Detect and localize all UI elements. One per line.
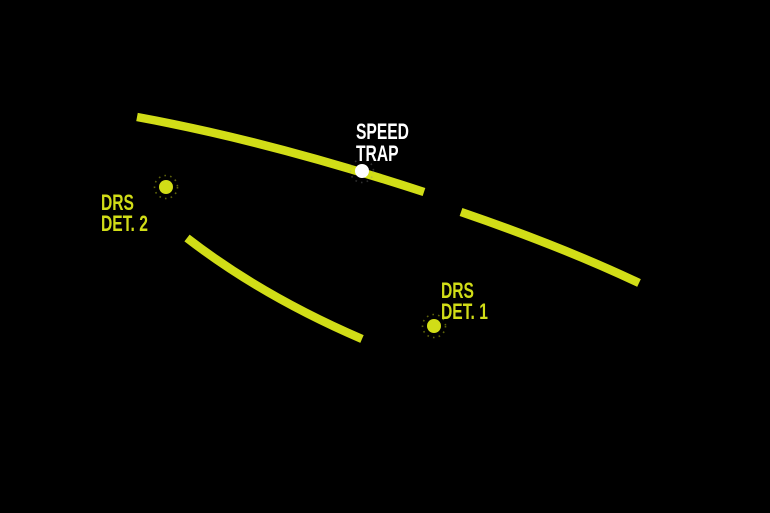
speed-trap-label-line1: SPEED <box>356 119 409 144</box>
drs-zone-line-top <box>136 112 426 197</box>
drs-zone-line-right <box>459 207 641 287</box>
drs-det-1-dotted-ring <box>421 313 447 339</box>
speed-trap-dotted-ring <box>349 158 375 184</box>
drs-det-2-marker-icon <box>159 180 173 194</box>
drs-zone-line-lower <box>184 234 364 343</box>
drs-det-1-marker-icon <box>427 319 441 333</box>
speed-trap-label: SPEED TRAP <box>356 121 409 165</box>
drs-det-2-label: DRS DET. 2 <box>101 190 148 236</box>
drs-det-1-label-line2: DET. 1 <box>441 299 488 324</box>
drs-det-1-label-line1: DRS <box>441 278 474 303</box>
drs-det-2-label-line1: DRS <box>101 190 134 215</box>
speed-trap-label-line2: TRAP <box>356 141 399 166</box>
drs-det-1-label: DRS DET. 1 <box>441 278 488 324</box>
drs-det-2-label-line2: DET. 2 <box>101 211 148 236</box>
drs-det-2-dotted-ring <box>153 174 179 200</box>
speed-trap-marker-icon <box>355 164 369 178</box>
